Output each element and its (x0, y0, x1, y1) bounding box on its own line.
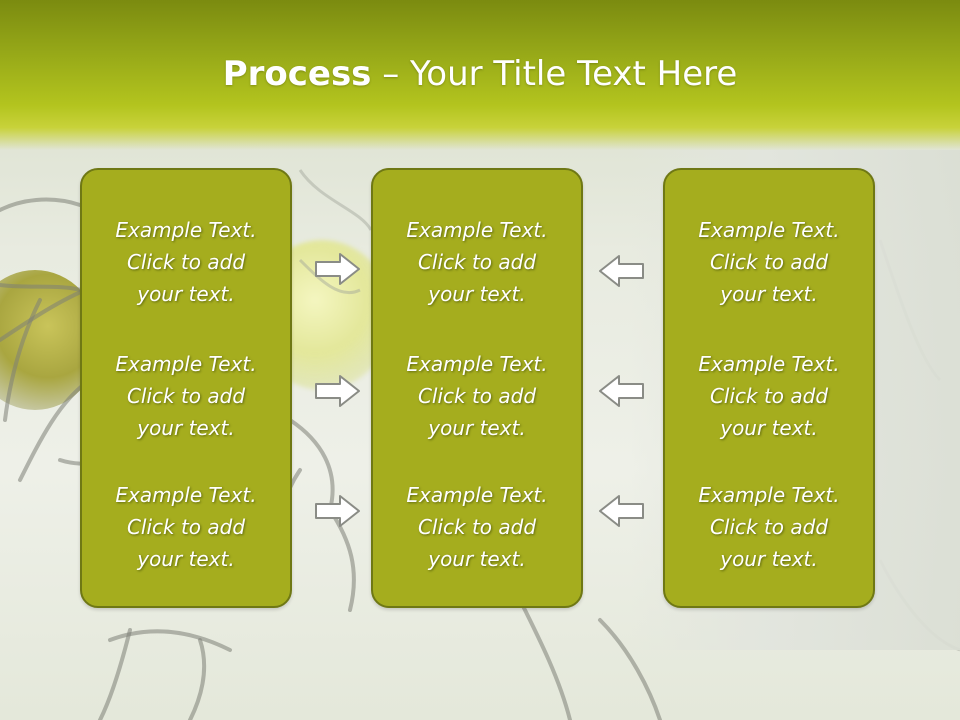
arrow-left-icon (599, 495, 644, 527)
arrow-left-icon (599, 255, 644, 287)
panel-right-text-1[interactable]: Example Text. Click to add your text. (698, 218, 840, 306)
title-rest: – Your Title Text Here (371, 54, 738, 94)
header-band (0, 0, 960, 150)
panel-middle-text-1[interactable]: Example Text. Click to add your text. (406, 218, 548, 306)
arrow-right-icon (315, 375, 360, 407)
panel-left-text-2[interactable]: Example Text. Click to add your text. (115, 352, 257, 440)
panel-middle-text-3[interactable]: Example Text. Click to add your text. (406, 483, 548, 571)
panel-right[interactable]: Example Text. Click to add your text. Ex… (663, 168, 875, 608)
slide-title[interactable]: Process – Your Title Text Here (0, 52, 960, 96)
panel-middle[interactable]: Example Text. Click to add your text. Ex… (371, 168, 583, 608)
panel-left-text-3[interactable]: Example Text. Click to add your text. (115, 483, 257, 571)
title-bold: Process (222, 54, 372, 94)
panel-middle-text-2[interactable]: Example Text. Click to add your text. (406, 352, 548, 440)
arrow-right-icon (315, 495, 360, 527)
panel-left-text-1[interactable]: Example Text. Click to add your text. (115, 218, 257, 306)
panel-right-text-3[interactable]: Example Text. Click to add your text. (698, 483, 840, 571)
panel-right-text-2[interactable]: Example Text. Click to add your text. (698, 352, 840, 440)
arrow-right-icon (315, 253, 360, 285)
panel-left[interactable]: Example Text. Click to add your text. Ex… (80, 168, 292, 608)
arrow-left-icon (599, 375, 644, 407)
